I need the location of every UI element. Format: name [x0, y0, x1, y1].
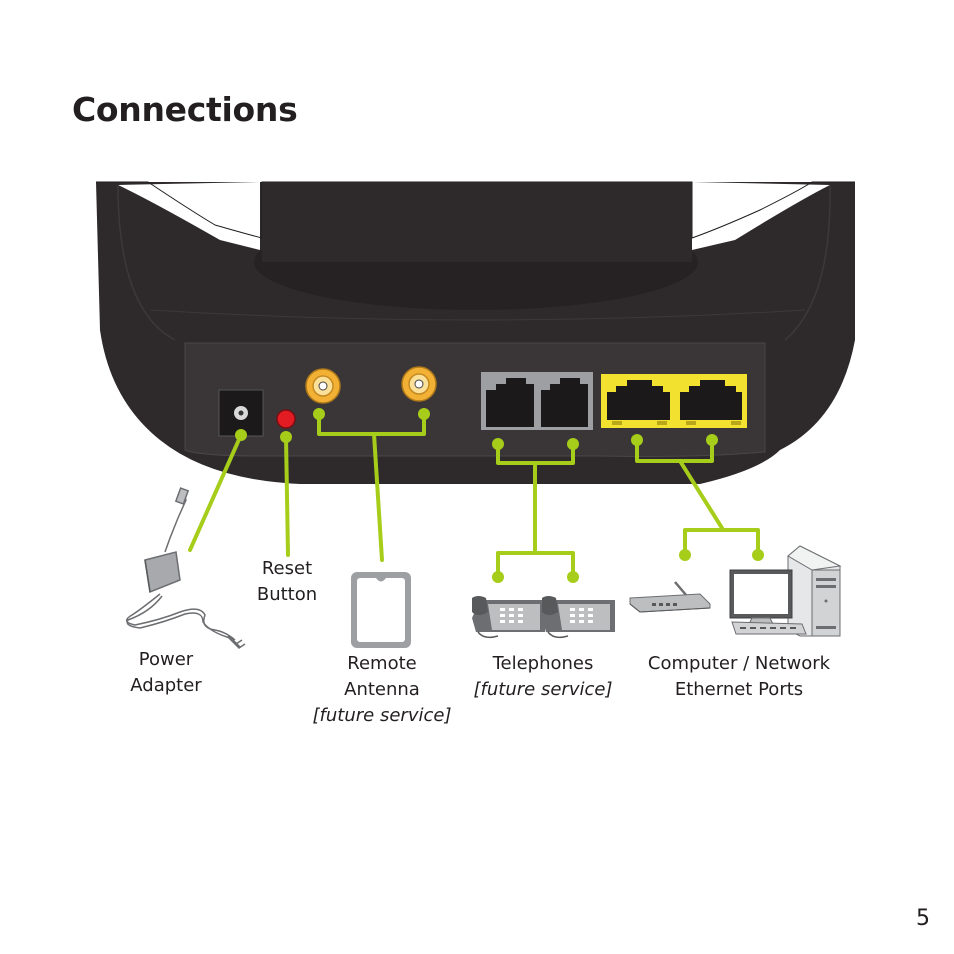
computer-icon — [729, 545, 842, 637]
antenna-port-right — [401, 366, 437, 402]
callout-dots — [235, 408, 764, 583]
antenna-port-left — [305, 368, 341, 404]
reset-button-label: Reset Button — [256, 558, 318, 605]
ethernet-ports — [601, 374, 747, 428]
telephone-icon-2 — [542, 596, 615, 639]
remote-antenna-label: Remote Antenna [future service] — [312, 653, 452, 726]
computer-network-label: Computer / Network Ethernet Ports — [647, 653, 831, 700]
page-number: 5 — [916, 906, 930, 931]
callout-lines — [188, 412, 760, 578]
page-title: Connections — [72, 90, 298, 129]
power-adapter-label: Power Adapter — [130, 649, 202, 696]
router-icon — [629, 581, 711, 613]
telephones-label: Telephones [future service] — [473, 653, 613, 700]
power-adapter-icon — [126, 487, 246, 650]
reset-button — [276, 409, 296, 429]
remote-antenna-icon — [351, 572, 411, 648]
phone-ports — [481, 372, 593, 430]
telephone-icon-1 — [472, 596, 545, 639]
